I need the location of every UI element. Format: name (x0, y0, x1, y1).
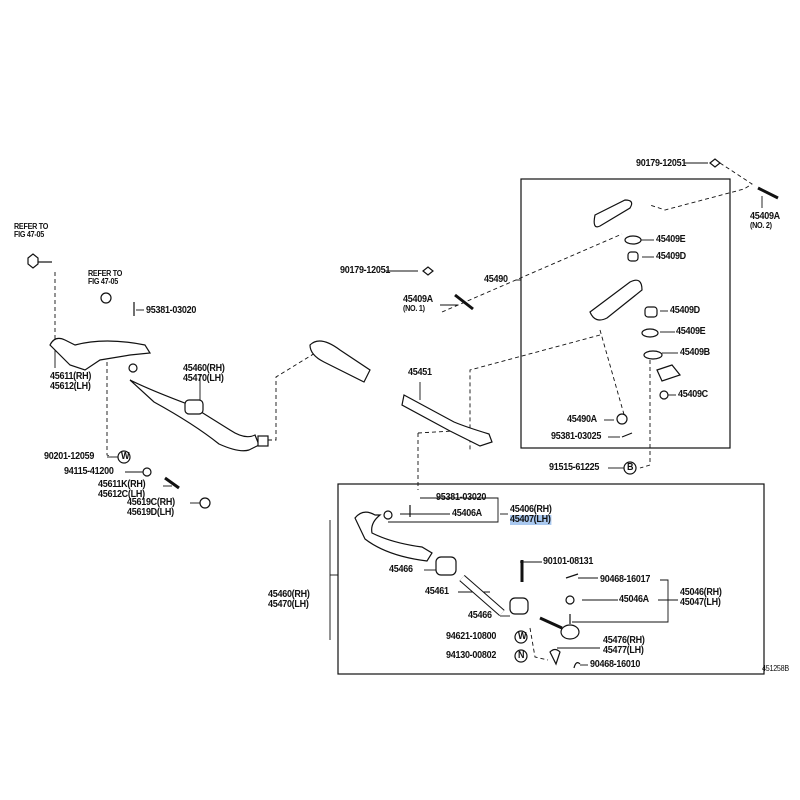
idler-arm-box (520, 178, 731, 449)
part-label-line: 45046(RH) (680, 587, 722, 598)
part-label[interactable]: 45460(RH)45470(LH) (183, 364, 225, 384)
part-label[interactable]: 45409C (678, 389, 708, 400)
part-shapes (27, 158, 779, 669)
part-label-line: 45470(LH) (183, 373, 224, 384)
part-label[interactable]: 45611K(RH)45612C(LH) (98, 479, 146, 500)
refer-note-line: FIG 47-05 (88, 277, 118, 286)
dashed-leaders (54, 162, 753, 661)
part-label-line: 45470(LH) (268, 599, 309, 610)
part-label[interactable]: 45409E (656, 234, 686, 245)
part-label[interactable]: 45619C(RH)45619D(LH) (127, 498, 175, 518)
part-label[interactable]: 45409A(NO. 1) (403, 295, 433, 313)
part-label-line: 45476(RH) (603, 635, 645, 646)
part-label[interactable]: 94130-00802 (446, 650, 497, 661)
part-label[interactable]: 45046(RH)45047(LH) (680, 588, 722, 608)
part-label[interactable]: 45409D (656, 251, 686, 262)
part-label[interactable]: 45461 (425, 586, 449, 597)
part-label-line: (NO. 1) (403, 304, 425, 313)
part-label-line: 45477(LH) (603, 645, 644, 656)
diagram-id: 451258B (762, 664, 789, 673)
part-label[interactable]: 45409B (680, 347, 710, 358)
part-label[interactable]: 91515-61225 (549, 462, 600, 473)
part-label[interactable]: 94621-10800 (446, 631, 497, 642)
part-label[interactable]: 45409A(NO. 2) (750, 212, 780, 230)
part-label[interactable]: 45466 (468, 610, 492, 621)
tie-rod-box (337, 483, 765, 675)
part-label[interactable]: 94115-41200 (64, 466, 114, 477)
washer-symbol-w: W (518, 631, 527, 642)
part-label[interactable]: 45451 (408, 367, 432, 378)
part-label-line: 45460(RH) (183, 363, 225, 374)
part-label-line: 45409A (750, 211, 780, 222)
part-label[interactable]: 95381-03020 (436, 492, 487, 503)
part-label[interactable]: 95381-03020 (146, 305, 197, 316)
part-label-line: (NO. 2) (750, 221, 772, 230)
part-label[interactable]: 45476(RH)45477(LH) (603, 636, 645, 656)
part-label[interactable]: 95381-03025 (551, 431, 602, 442)
part-label[interactable]: 45490A (567, 414, 597, 425)
part-label-line: 45406(RH) (510, 504, 552, 515)
part-label[interactable]: 90101-08131 (543, 556, 594, 567)
part-label[interactable]: 45406A (452, 508, 482, 519)
bolt-symbol-b: B (627, 462, 634, 473)
part-label[interactable]: 90179-12051 (340, 265, 391, 276)
part-label[interactable]: 45409D (670, 305, 700, 316)
part-label-line: 45460(RH) (268, 589, 310, 600)
part-label[interactable]: 45460(RH)45470(LH) (268, 590, 310, 610)
part-label-line: 45612C(LH) (98, 489, 145, 500)
part-label-line: 45619D(LH) (127, 507, 174, 518)
part-label[interactable]: 45490 (484, 274, 508, 285)
highlighted-part[interactable]: 45407(LH) (510, 514, 552, 525)
part-label[interactable]: 45611(RH)45612(LH) (50, 372, 91, 392)
part-label-line: 45611K(RH) (98, 479, 146, 490)
part-label[interactable]: 45046A (619, 594, 649, 605)
part-label[interactable]: 90468-16017 (600, 574, 651, 585)
circle-symbols (117, 450, 637, 663)
refer-note-line: FIG 47-05 (14, 230, 44, 239)
part-label[interactable]: 45466 (389, 564, 413, 575)
part-label[interactable]: 90201-12059 (44, 451, 95, 462)
part-label-line: 45619C(RH) (127, 497, 175, 508)
part-label-line: 45409A (403, 294, 433, 305)
part-label[interactable]: 45409E (676, 326, 706, 337)
washer-symbol-w: W (121, 451, 130, 462)
part-label-line: 45612(LH) (50, 381, 91, 392)
part-label[interactable]: 90468-16010 (590, 659, 641, 670)
refer-note-line: REFER TO (14, 222, 49, 231)
part-label[interactable]: 45406(RH)45407(LH) (510, 505, 552, 525)
part-label-line: 45611(RH) (50, 371, 92, 382)
nut-symbol-n: N (518, 650, 525, 661)
refer-note-line: REFER TO (88, 269, 123, 278)
part-label-line: 45047(LH) (680, 597, 721, 608)
part-label[interactable]: 90179-12051 (636, 158, 687, 169)
